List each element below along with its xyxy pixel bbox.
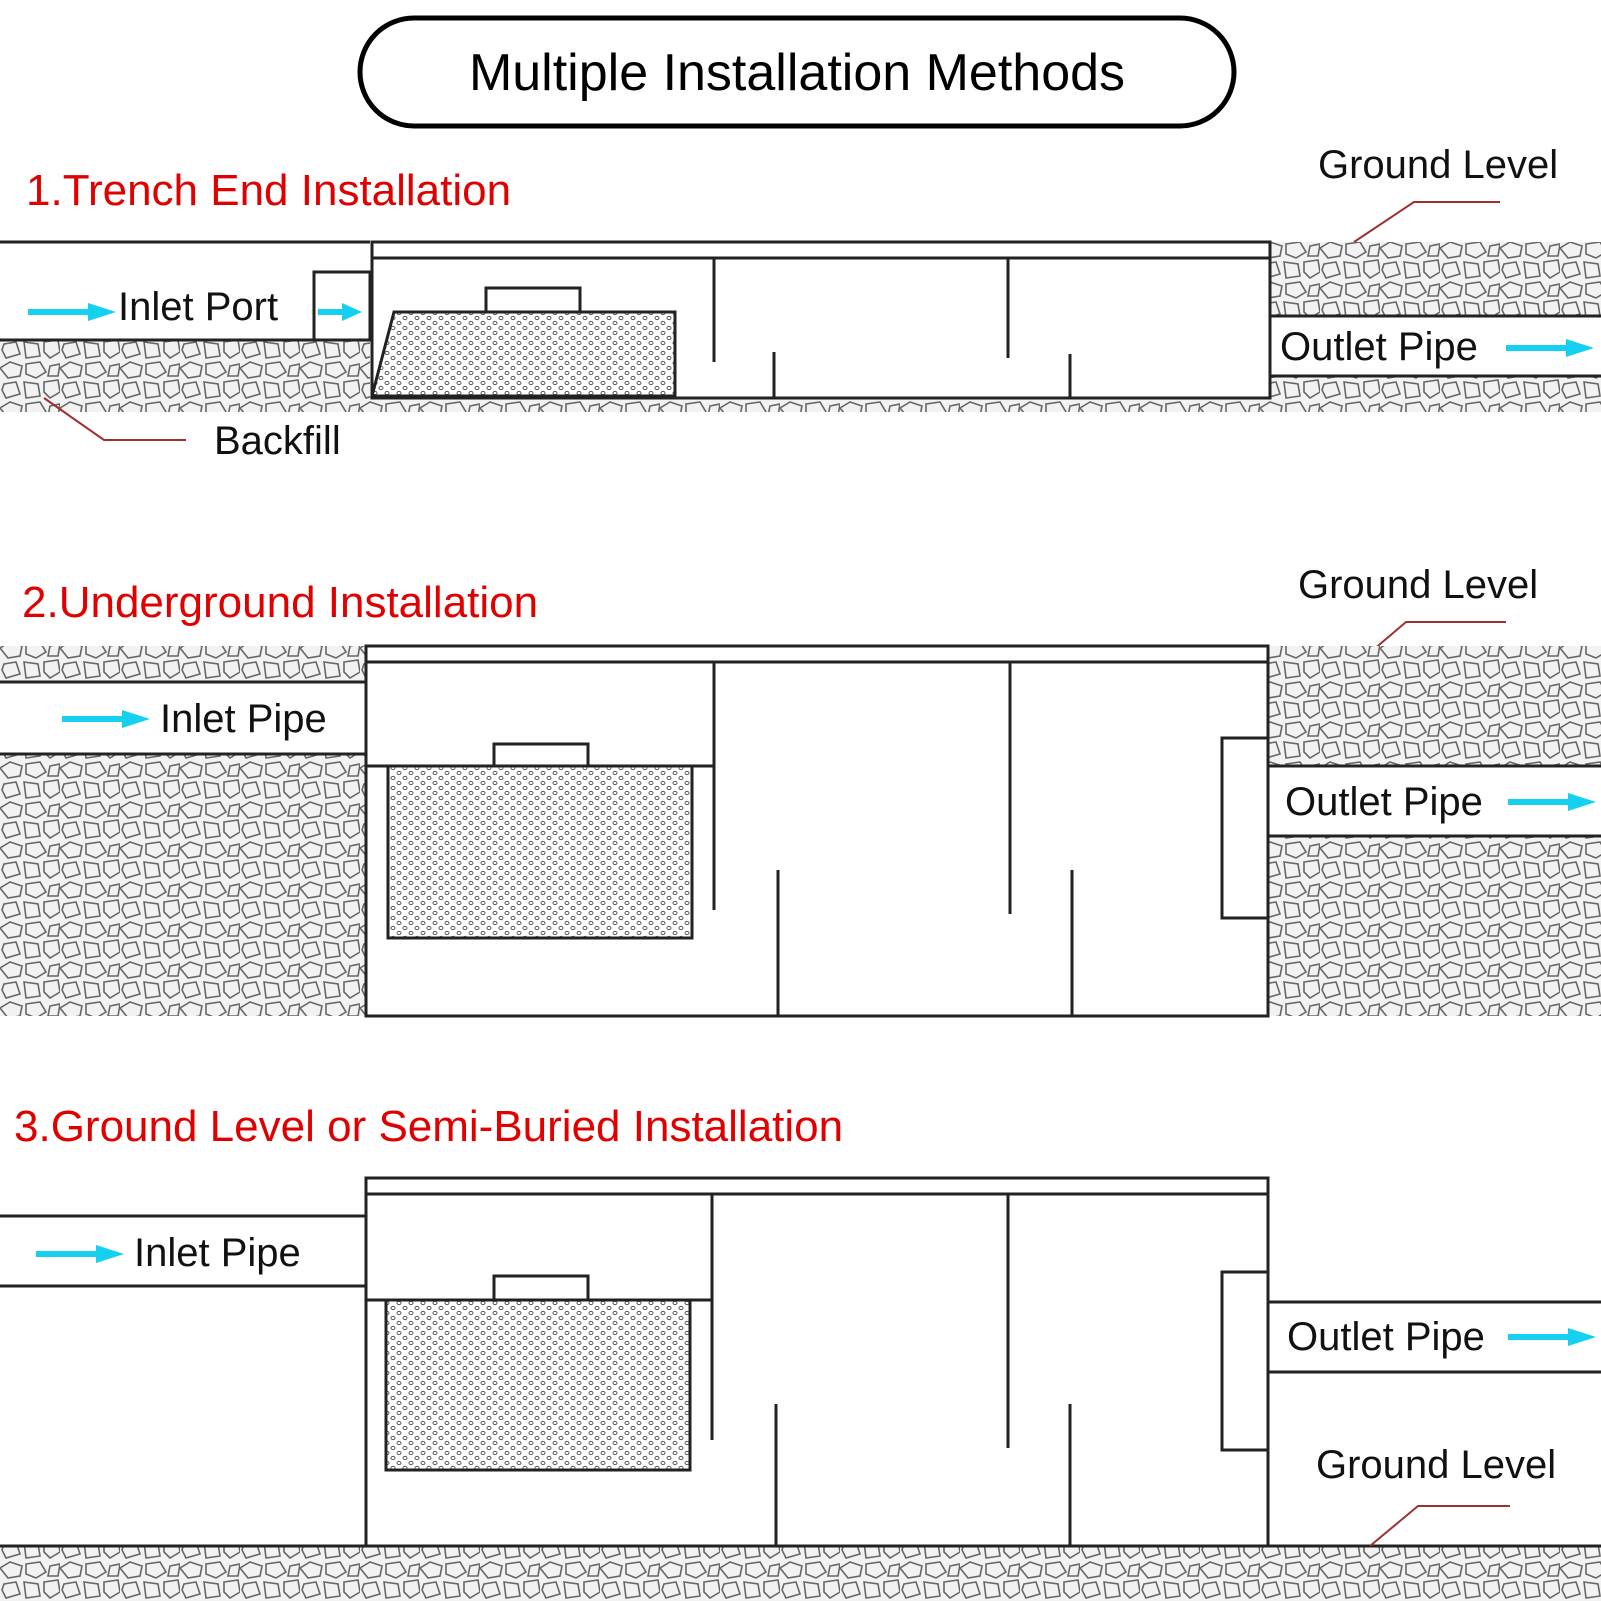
- page-title: Multiple Installation Methods: [469, 44, 1125, 102]
- title-frame: [357, 15, 1237, 129]
- ground-level-label: Ground Level: [1316, 1443, 1556, 1487]
- inlet-arrow-icon: [36, 1245, 124, 1263]
- inlet-label: Inlet Pipe: [134, 1231, 301, 1275]
- section-heading: 1.Trench End Installation: [26, 166, 511, 215]
- ground-level-leader: [1353, 201, 1500, 243]
- ground-level-label: Ground Level: [1298, 563, 1538, 607]
- inlet-arrow-icon: [62, 710, 150, 728]
- filter-media: [370, 310, 677, 398]
- section-heading: 2.Underground Installation: [22, 578, 538, 627]
- ground-strip: [0, 1546, 1601, 1601]
- filter-media: [384, 1298, 692, 1472]
- filter-media: [386, 764, 694, 940]
- ground-level-leader: [1369, 1505, 1510, 1547]
- inlet-arrow-icon: [318, 303, 362, 321]
- section-trench-end: 1.Trench End Installation Ground Level I…: [0, 143, 1601, 463]
- outlet-arrow-icon: [1508, 1328, 1596, 1346]
- outlet-label: Outlet Pipe: [1285, 780, 1483, 824]
- section-semi-buried: 3.Ground Level or Semi-Buried Installati…: [0, 1102, 1601, 1601]
- backfill-leader: [43, 397, 186, 441]
- inlet-label: Inlet Pipe: [160, 697, 327, 741]
- outlet-label: Outlet Pipe: [1280, 325, 1478, 369]
- backfill-left: [0, 340, 370, 412]
- ground-level-label: Ground Level: [1318, 143, 1558, 187]
- outlet-arrow-icon: [1508, 793, 1596, 811]
- inlet-arrow-icon: [28, 303, 116, 321]
- inlet-label: Inlet Port: [118, 285, 278, 329]
- section-heading: 3.Ground Level or Semi-Buried Installati…: [14, 1102, 843, 1151]
- section-underground: 2.Underground Installation Ground Level …: [0, 563, 1601, 1018]
- outlet-label: Outlet Pipe: [1287, 1315, 1485, 1359]
- backfill-label: Backfill: [214, 419, 341, 463]
- ground-level-leader: [1365, 621, 1506, 657]
- outlet-arrow-icon: [1506, 339, 1594, 357]
